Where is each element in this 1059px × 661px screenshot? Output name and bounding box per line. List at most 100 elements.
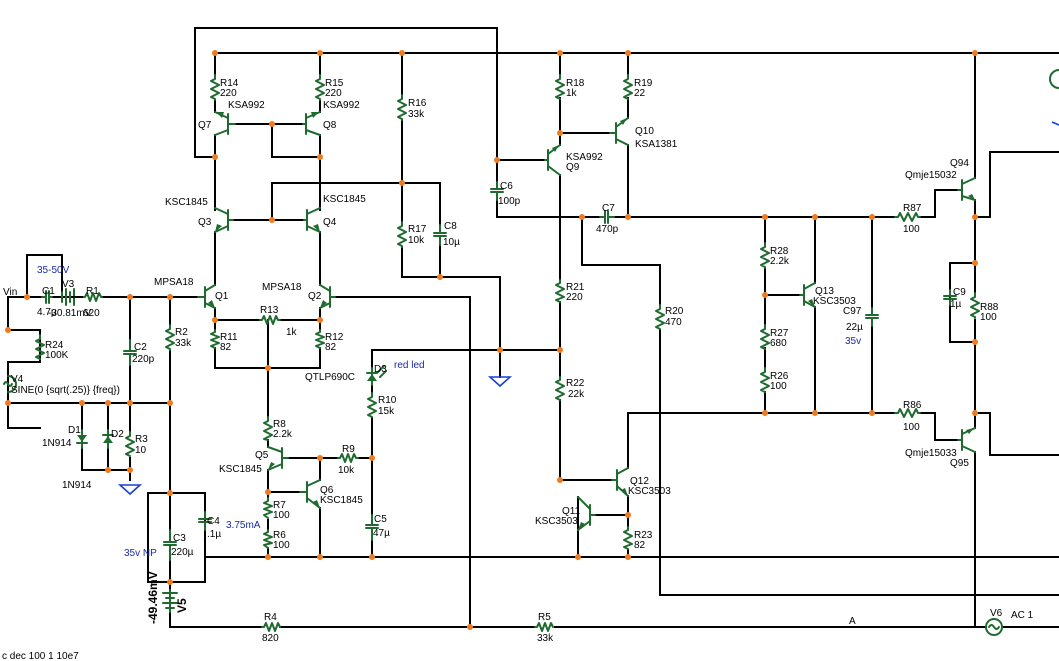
label-r24: R24 bbox=[45, 340, 64, 351]
capacitors bbox=[41, 181, 957, 561]
label-r2v: 33k bbox=[175, 338, 192, 349]
label-c97: C97 bbox=[843, 306, 862, 317]
label-d2: D2 bbox=[111, 429, 124, 440]
capacitor-c9 bbox=[943, 289, 957, 306]
label-r87v: 100 bbox=[903, 224, 920, 235]
capacitor-c5 bbox=[365, 514, 379, 541]
resistor-r11 bbox=[210, 329, 220, 349]
label-r18v: 1k bbox=[566, 88, 578, 99]
label-q1: Q1 bbox=[215, 291, 229, 302]
label-r28v: 2.2k bbox=[770, 256, 790, 267]
label-ksc3503-c: KSC3503 bbox=[535, 516, 578, 527]
label-r27: R27 bbox=[770, 328, 789, 339]
label-r86: R86 bbox=[903, 400, 922, 411]
label-r7v: 100 bbox=[273, 510, 290, 521]
label-qmje15033: Qmje15033 bbox=[905, 448, 957, 459]
source-v6 bbox=[985, 618, 1003, 636]
label-r12v: 82 bbox=[325, 342, 337, 353]
label-r12: R12 bbox=[325, 332, 344, 343]
label-v4: V4 bbox=[11, 374, 24, 385]
label-c8: C8 bbox=[444, 221, 457, 232]
transistors bbox=[197, 111, 976, 531]
label-r9v: 10k bbox=[338, 465, 355, 476]
label-ksa1381: KSA1381 bbox=[635, 139, 678, 150]
label-r6v: 100 bbox=[273, 540, 290, 551]
label-r13v: 1k bbox=[286, 327, 298, 338]
diode-d2 bbox=[102, 429, 114, 449]
resistor-r2 bbox=[165, 324, 175, 351]
label-r15v: 220 bbox=[325, 88, 342, 99]
label-ksa992-c: KSA992 bbox=[566, 152, 603, 163]
label-ksc3503-a: KSC3503 bbox=[813, 296, 856, 307]
label-r4: R4 bbox=[264, 612, 277, 623]
label-c9v: 1µ bbox=[950, 299, 962, 310]
label-r28: R28 bbox=[770, 246, 789, 257]
junctions bbox=[5, 50, 978, 630]
resistor-r4 bbox=[261, 622, 281, 632]
label-r88v: 100 bbox=[980, 312, 997, 323]
labels: R14 220 Q7 KSA992 R15 220 KSA992 Q8 R16 … bbox=[2, 78, 1034, 661]
label-c9: C9 bbox=[953, 287, 966, 298]
label-r10: R10 bbox=[378, 395, 397, 406]
resistor-r1 bbox=[81, 292, 103, 302]
label-ksa992-a: KSA992 bbox=[228, 100, 265, 111]
resistor-r15 bbox=[315, 74, 325, 101]
label-v3: V3 bbox=[62, 279, 75, 290]
label-r20: R20 bbox=[665, 306, 684, 317]
label-q12: Q12 bbox=[630, 476, 649, 487]
label-r87: R87 bbox=[903, 203, 922, 214]
resistor-r3 bbox=[125, 431, 135, 457]
label-r8: R8 bbox=[273, 419, 286, 430]
resistor-r20 bbox=[655, 304, 665, 330]
label-v6: V6 bbox=[990, 608, 1003, 619]
label-r15: R15 bbox=[325, 78, 344, 89]
label-r23v: 82 bbox=[634, 540, 646, 551]
resistor-r26 bbox=[760, 367, 770, 393]
capacitor-c8 bbox=[433, 224, 447, 246]
transistor-q1 bbox=[197, 284, 216, 309]
transistor-q10 bbox=[609, 117, 629, 146]
label-r88: R88 bbox=[980, 302, 999, 313]
label-c2v: 220p bbox=[132, 354, 155, 365]
resistor-r7 bbox=[263, 497, 273, 519]
label-q94: Q94 bbox=[950, 158, 969, 169]
label-r9: R9 bbox=[342, 444, 355, 455]
label-c3: C3 bbox=[173, 533, 186, 544]
label-q9: Q9 bbox=[566, 162, 580, 173]
label-c6v: 100p bbox=[498, 196, 521, 207]
label-ksc1845-d: KSC1845 bbox=[320, 495, 363, 506]
label-r5v: 33k bbox=[537, 633, 554, 644]
label-r26: R26 bbox=[770, 371, 789, 382]
label-r10v: 15k bbox=[378, 406, 395, 417]
label-r21v: 220 bbox=[566, 292, 583, 303]
label-c2: C2 bbox=[134, 342, 147, 353]
label-r3: R3 bbox=[135, 434, 148, 445]
label-r17: R17 bbox=[408, 224, 427, 235]
transistor-q7 bbox=[214, 111, 236, 136]
resistor-r23 bbox=[623, 526, 633, 550]
label-d2v: 1N914 bbox=[62, 480, 92, 491]
label-red-led: red led bbox=[394, 360, 425, 371]
transistor-q3 bbox=[214, 207, 234, 233]
transistor-q8 bbox=[302, 111, 321, 136]
label-r14: R14 bbox=[220, 78, 239, 89]
resistor-r18 bbox=[555, 74, 565, 100]
label-c97-rating: 35v bbox=[845, 336, 861, 347]
label-c5v: 47µ bbox=[373, 528, 390, 539]
label-current: 3.75mA bbox=[226, 520, 261, 531]
label-r14v: 220 bbox=[220, 88, 237, 99]
capacitor-c1 bbox=[41, 290, 53, 304]
label-r1: R1 bbox=[86, 286, 99, 297]
sources-and-diodes bbox=[3, 288, 1003, 636]
diode-d1 bbox=[76, 429, 88, 449]
label-supply: 35-50V bbox=[37, 265, 70, 276]
transistor-q95 bbox=[957, 427, 976, 453]
label-d1: D1 bbox=[68, 425, 81, 436]
source-v4 bbox=[3, 375, 17, 393]
label-r4v: 820 bbox=[262, 633, 279, 644]
transistor-q13 bbox=[799, 282, 816, 308]
resistor-r19 bbox=[623, 74, 633, 100]
label-r11: R11 bbox=[220, 332, 238, 343]
resistor-r8 bbox=[263, 416, 273, 441]
